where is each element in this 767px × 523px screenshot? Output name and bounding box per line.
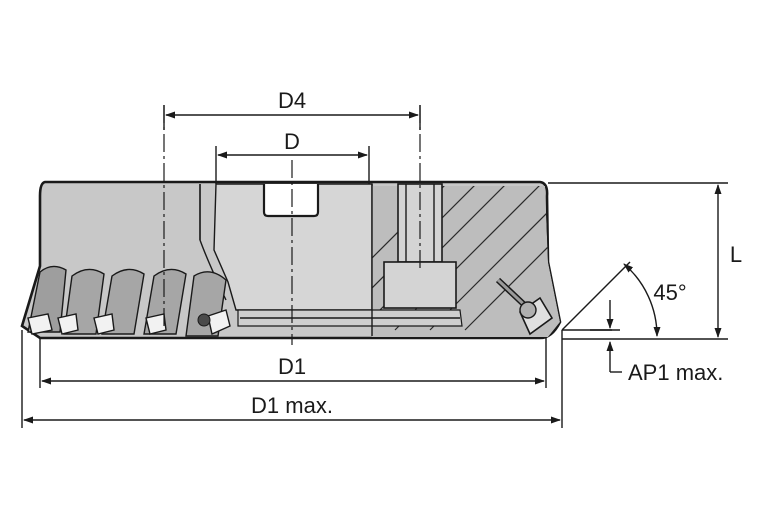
insert-5 — [207, 309, 231, 335]
insert-screw — [197, 313, 211, 327]
ap1-label: AP1 max. — [628, 360, 723, 385]
insert-4 — [145, 313, 167, 335]
d1-max-label: D1 max. — [251, 393, 333, 418]
dimension-d1-max: D1 max. — [21, 330, 563, 428]
d-label: D — [284, 129, 300, 154]
insert-row — [27, 265, 554, 337]
insert-3 — [93, 313, 115, 335]
angle-label: 45° — [653, 280, 686, 305]
keyway-slot — [262, 184, 320, 218]
coolant-screw — [495, 277, 537, 319]
screw-head-pocket — [383, 261, 457, 309]
dimension-angle: 45° — [561, 261, 687, 337]
dimension-d4: D4 — [163, 88, 421, 130]
dimension-ap1: AP1 max. — [590, 300, 723, 385]
dimension-d: D — [215, 129, 370, 184]
insert-2 — [57, 313, 79, 335]
dimension-d1: D1 — [39, 338, 547, 388]
dimension-l: L — [548, 182, 742, 340]
d4-label: D4 — [278, 88, 306, 113]
d1-label: D1 — [278, 354, 306, 379]
l-label: L — [730, 242, 742, 267]
insert-1 — [27, 313, 53, 335]
